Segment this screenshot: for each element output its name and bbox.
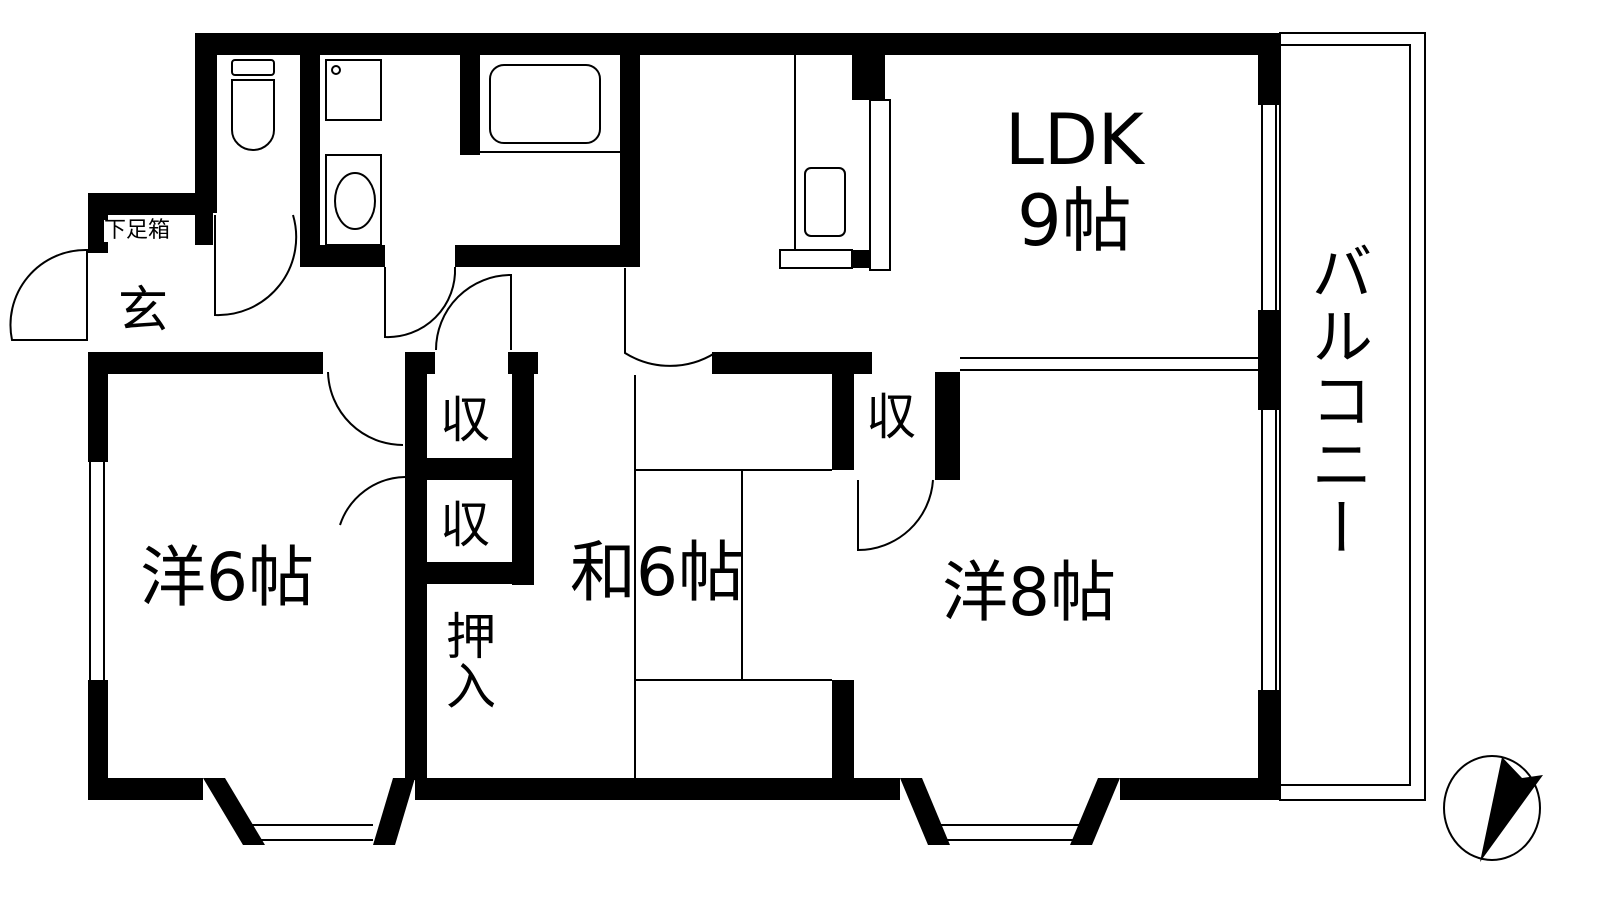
room-label-storage-1: 収 bbox=[440, 391, 490, 449]
ldk-label-line1: LDK bbox=[1005, 99, 1144, 181]
room-label-western-6: 洋6帖 bbox=[140, 539, 314, 616]
fixtures-and-doors bbox=[9, 32, 1426, 841]
ldk-label-line2: 9帖 bbox=[1017, 179, 1132, 262]
room-label-ldk: LDK 9帖 bbox=[1005, 100, 1144, 261]
room-label-shoe-box: 下足箱 bbox=[104, 218, 171, 243]
room-label-storage-3: 収 bbox=[866, 388, 916, 446]
north-arrow-icon bbox=[1443, 755, 1543, 862]
room-label-storage-2: 収 bbox=[440, 496, 490, 554]
room-label-western-8: 洋8帖 bbox=[942, 554, 1116, 631]
room-label-closet: 押入 bbox=[438, 610, 496, 710]
room-label-entrance: 玄 bbox=[118, 281, 168, 339]
room-label-balcony: バルコニー bbox=[1300, 240, 1373, 560]
walls bbox=[88, 33, 1280, 845]
room-label-japanese-6: 和6帖 bbox=[570, 534, 744, 611]
